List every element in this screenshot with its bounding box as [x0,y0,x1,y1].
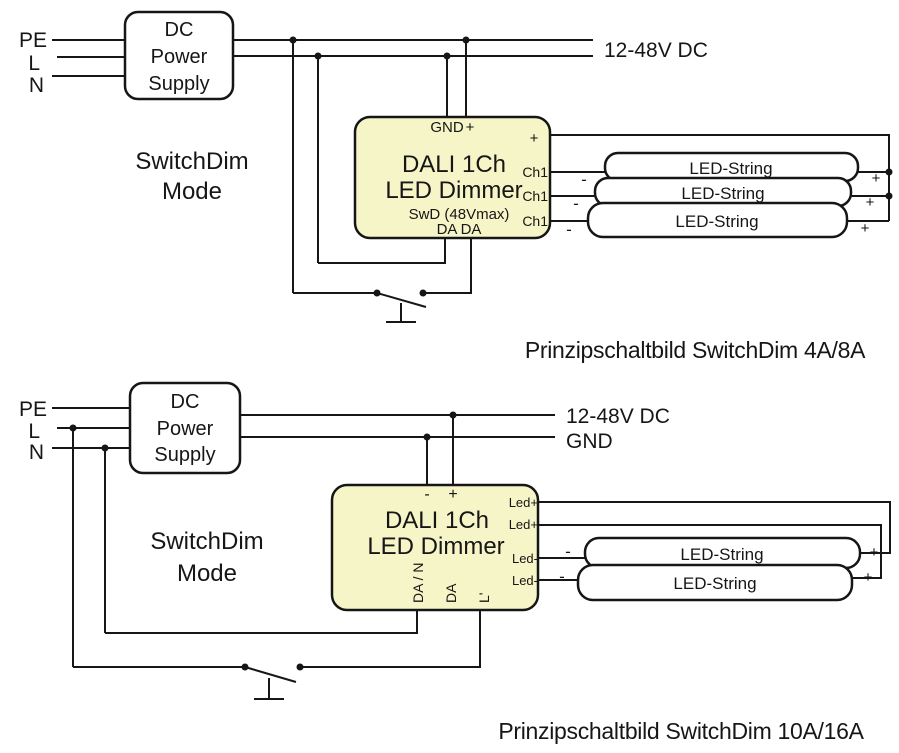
mode-label-line1: SwitchDim [135,148,248,175]
input-label-pe: PE [19,398,47,421]
wire-led-plus-rail [550,134,890,221]
dimmer-swd-label: SwD (48Vmax) [409,206,510,223]
led-string-label: LED-String [673,574,756,593]
dimmer-title-line2: LED Dimmer [367,533,504,560]
polarity-minus: - [565,542,571,561]
led-string-label: LED-String [681,184,764,203]
input-label-l: L [28,52,40,75]
dc-voltage-label: 12-48V DC [566,405,670,428]
dimmer-terminal-ch1: Ch1 [522,213,548,229]
polarity-plus: + [872,170,881,187]
dimmer-title-line1: DALI 1Ch [385,507,489,534]
led-string-box [576,563,854,602]
led-string-label: LED-String [680,545,763,564]
wire-l-prime [300,610,481,668]
polarity-plus: + [864,569,873,586]
gnd-label: GND [566,430,613,453]
dimmer-terminal-minus: - [424,486,429,503]
input-label-l: L [28,420,40,443]
dimmer-title-line2: LED Dimmer [385,177,522,204]
switch-contact [296,663,304,671]
wire-da-left [318,238,446,264]
power-supply-label-2: Power [151,46,208,68]
power-supply-label-2: Power [157,418,214,440]
power-supply-label-1: DC [171,391,200,413]
dimmer-terminal-da: DA [437,221,458,238]
input-label-n: N [29,441,44,464]
junction-dot [885,168,893,176]
polarity-minus: - [581,170,587,189]
push-button-switch [373,289,427,323]
polarity-minus: - [566,220,572,239]
polarity-minus: - [573,194,579,213]
power-supply-box [128,381,242,475]
dimmer-terminal-da: DA [461,221,482,238]
dimmer-terminal-plus: + [466,119,475,136]
dimmer-terminal-gnd: GND [430,119,464,136]
polarity-minus: - [559,567,565,586]
wire-led-plus-1 [538,501,891,554]
led-string-label: LED-String [689,159,772,178]
power-supply-label-1: DC [165,19,194,41]
led-string-label: LED-String [675,212,758,231]
push-button-switch [241,663,304,700]
dimmer-terminal-led-minus: Led- [512,551,538,566]
wire-da-right [423,238,472,294]
dimmer-terminal-ch1: Ch1 [522,164,548,180]
mode-label-line2: Mode [162,178,222,205]
switch-contact [419,289,427,297]
polarity-plus: + [866,194,875,211]
mode-label-line2: Mode [177,560,237,587]
dimmer-terminal-plus: + [448,486,457,503]
dimmer-terminal-ch1: Ch1 [522,188,548,204]
diagram-bottom: PE L N DC Power Supply SwitchDim Mode 12… [19,381,891,744]
input-label-n: N [29,74,44,97]
switch-lever [376,292,427,308]
caption-bottom: Prinzipschaltbild SwitchDim 10A/16A [498,718,864,744]
mode-label-line1: SwitchDim [150,528,263,555]
input-label-pe: PE [19,29,47,52]
dimmer-box [330,483,540,612]
wire-led-plus-2 [538,524,882,579]
dimmer-title-line1: DALI 1Ch [402,151,506,178]
dimmer-terminal-led-plus: Led+ [509,495,538,510]
dc-voltage-label: 12-48V DC [604,39,708,62]
polarity-plus: + [861,220,870,237]
junction-dot [885,192,893,200]
wire-da-n [105,610,418,634]
power-supply-label-3: Supply [148,73,209,95]
caption-top: Prinzipschaltbild SwitchDim 4A/8A [525,337,866,363]
polarity-plus: + [870,544,879,561]
dimmer-terminal-da: DA [443,583,459,603]
diagram-top: PE L N DC Power Supply SwitchDim Mode 12… [19,10,893,363]
power-supply-label-3: Supply [154,444,215,466]
dimmer-terminal-da-n: DA / N [410,563,426,603]
switch-lever [244,666,297,683]
dimmer-terminal-led-plus: Led+ [509,517,538,532]
dimmer-terminal-led-minus: Led- [512,573,538,588]
dimmer-box [353,115,552,240]
dimmer-output-plus: + [530,130,539,147]
dimmer-terminal-l-prime: L' [476,593,492,603]
